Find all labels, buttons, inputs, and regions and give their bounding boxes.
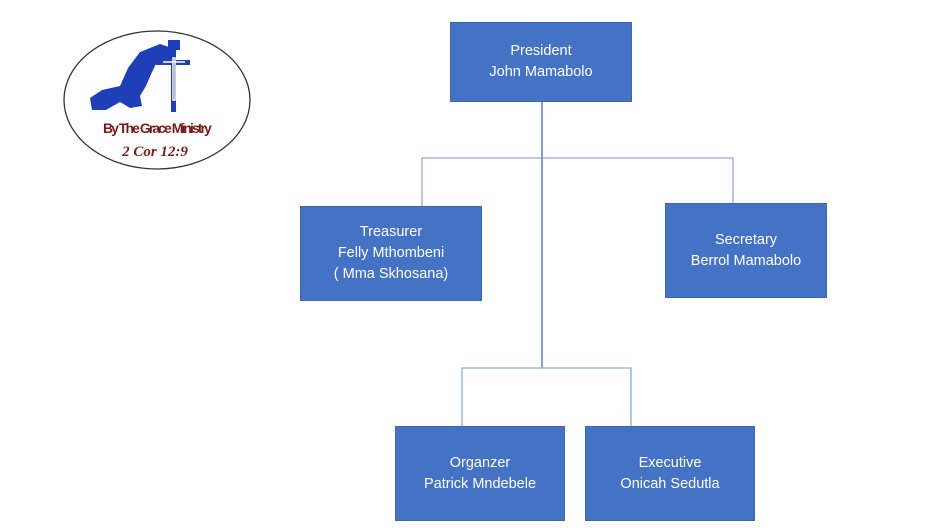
president-name: John Mamabolo: [489, 64, 593, 80]
treasurer-name: Felly Mthombeni: [337, 245, 445, 261]
president-role: President: [510, 43, 572, 59]
organizer-name: Patrick Mndebele: [423, 475, 537, 492]
president-node: President John Mamabolo: [451, 23, 631, 101]
secretary-role: Secretary: [714, 231, 778, 248]
ministry-logo: By The Grace Ministry 2 Cor 12:9: [63, 30, 251, 170]
svg-text:By The Grace Ministry: By The Grace Ministry: [103, 120, 212, 136]
treasurer-node: Treasurer Felly Mthombeni ( Mma Skhosana…: [301, 207, 481, 300]
kneeling-figure-icon: [90, 44, 176, 110]
organizer-node: Organzer Patrick Mndebele: [396, 427, 564, 520]
executive-node: Executive Onicah Sedutla: [586, 427, 754, 520]
secretary-node: Secretary Berrol Mamabolo: [666, 204, 826, 297]
secretary-name: Berrol Mamabolo: [690, 252, 802, 269]
treasurer-role: Treasurer: [359, 224, 423, 240]
organizer-role: Organzer: [449, 454, 511, 471]
treasurer-alias: ( Mma Skhosana): [333, 266, 449, 282]
executive-name: Onicah Sedutla: [620, 475, 720, 492]
executive-role: Executive: [638, 454, 702, 471]
svg-text:2 Cor 12:9: 2 Cor 12:9: [121, 144, 188, 160]
